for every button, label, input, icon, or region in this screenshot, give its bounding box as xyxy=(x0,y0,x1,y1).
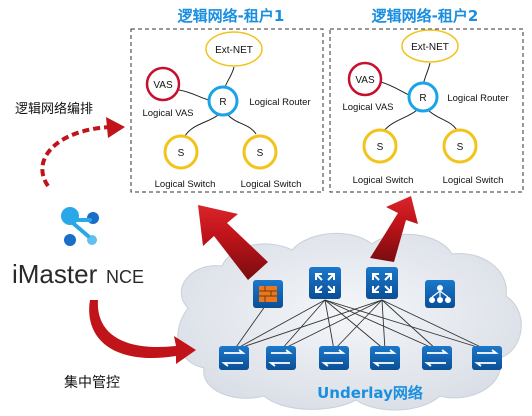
vas-label: VAS xyxy=(153,80,173,91)
router-node xyxy=(407,81,439,113)
vas-node xyxy=(145,66,181,102)
leaf-switch-6 xyxy=(472,346,502,370)
ext-net-label: Ext-NET xyxy=(215,45,253,56)
switch-2-label: S xyxy=(257,148,264,159)
ext-net-node xyxy=(401,29,459,63)
switch-1-link xyxy=(184,114,219,137)
switch-2-node xyxy=(242,134,278,170)
router-label: R xyxy=(219,97,226,108)
ext-net-label: Ext-NET xyxy=(411,42,449,53)
imaster-logo-icon xyxy=(61,207,99,246)
switch-1-label: S xyxy=(377,142,384,153)
arrow-to-tenant-1 xyxy=(198,205,268,280)
switch-1-caption: Logical Switch xyxy=(353,175,414,186)
spine-switch-2 xyxy=(366,267,398,299)
switch-1-caption: Logical Switch xyxy=(155,179,216,190)
switch-2-label: S xyxy=(457,142,464,153)
central-control-arrow xyxy=(89,300,196,364)
switch-2-link xyxy=(427,109,459,133)
vas-label: VAS xyxy=(355,75,375,86)
central-control-label: 集中管控 xyxy=(64,374,120,391)
switch-2-node xyxy=(442,128,478,164)
vas-link xyxy=(178,89,210,101)
switch-1-node xyxy=(163,134,199,170)
orchestration-arrow xyxy=(40,125,111,188)
firewall-device xyxy=(253,280,283,308)
vas-node xyxy=(347,61,383,97)
brand-name: iMaster xyxy=(12,259,98,289)
orchestration-label: 逻辑网络编排 xyxy=(15,101,93,117)
switch-1-link xyxy=(382,109,418,133)
tenant-1-border xyxy=(130,28,324,193)
tenant-2-panel: 逻辑网络-租户2 Ext-NET VAS Logical VAS R Logic… xyxy=(329,7,524,193)
ext-net-node xyxy=(205,31,263,67)
router-label: R xyxy=(419,93,426,104)
router-caption: Logical Router xyxy=(249,97,310,108)
tenant-2-title: 逻辑网络-租户2 xyxy=(372,7,479,25)
switch-2-caption: Logical Switch xyxy=(443,175,504,186)
vas-caption: Logical VAS xyxy=(342,102,393,113)
switch-1-node xyxy=(362,128,398,164)
leaf-switch-2 xyxy=(266,346,296,370)
vas-link xyxy=(380,81,410,96)
switch-2-caption: Logical Switch xyxy=(241,179,302,190)
spine-switch-1 xyxy=(309,267,341,299)
switch-2-link xyxy=(227,114,257,135)
router-caption: Logical Router xyxy=(447,93,508,104)
leaf-switch-4 xyxy=(370,346,400,370)
tenant-1-panel: 逻辑网络-租户1 Ext-NET VAS Logical VAS R Logic… xyxy=(130,7,324,193)
leaf-switches xyxy=(219,346,502,370)
leaf-switch-3 xyxy=(319,346,349,370)
underlay-label: Underlay网络 xyxy=(317,384,423,402)
arrow-to-tenant-2 xyxy=(370,196,418,262)
tenant-2-border xyxy=(329,28,524,193)
controller-device xyxy=(425,280,455,308)
orchestration-arrowhead xyxy=(106,117,125,138)
leaf-switch-1 xyxy=(219,346,249,370)
leaf-switch-5 xyxy=(422,346,452,370)
underlay-mesh-links xyxy=(233,299,488,351)
vas-caption: Logical VAS xyxy=(142,108,193,119)
brand-suffix: NCE xyxy=(106,267,144,287)
switch-1-label: S xyxy=(178,148,185,159)
router-node xyxy=(207,85,239,117)
tenant-1-title: 逻辑网络-租户1 xyxy=(178,7,285,25)
